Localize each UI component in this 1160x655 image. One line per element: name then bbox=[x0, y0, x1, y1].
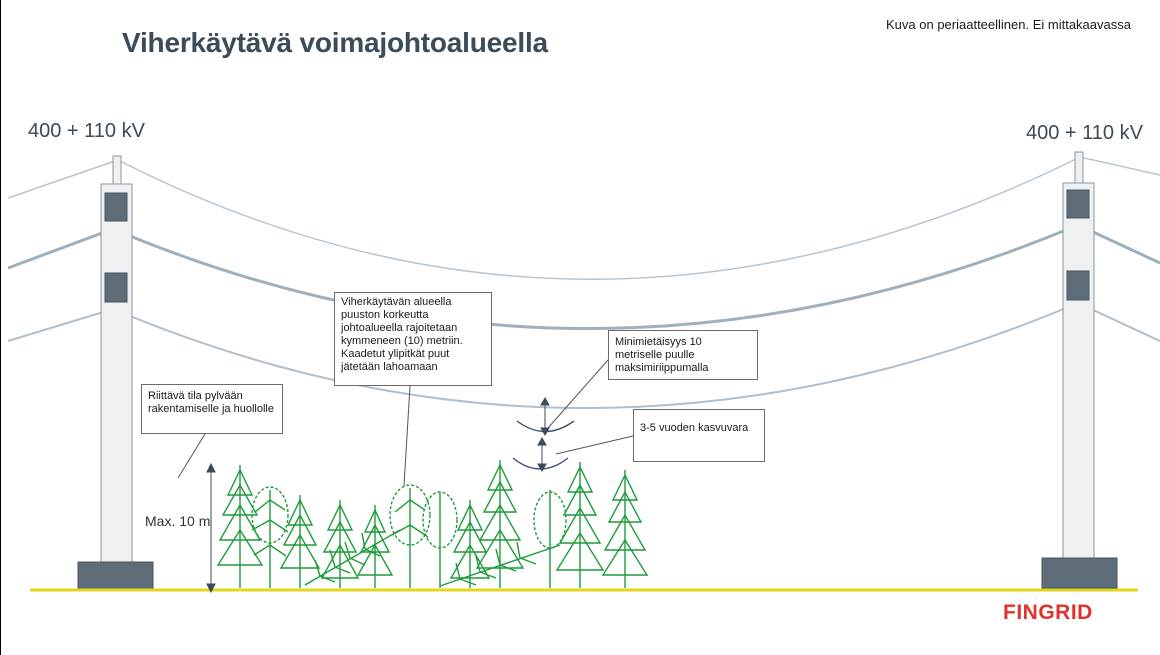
spruce-tree bbox=[475, 460, 525, 588]
wire-middle bbox=[7, 223, 1160, 330]
leader-lines bbox=[177, 359, 634, 487]
diagram-title: Viherkäytävä voimajohtoalueella bbox=[122, 27, 548, 58]
callout-pylon-space: Riittävä tila pylvään rakentamiselle ja … bbox=[141, 384, 283, 434]
insulator-top-left bbox=[104, 192, 128, 222]
deciduous-tree bbox=[422, 491, 458, 588]
insulator-mid-left bbox=[104, 272, 128, 303]
fallen-tree bbox=[439, 541, 561, 587]
spruce-tree bbox=[601, 470, 649, 588]
clearance-markers bbox=[512, 396, 575, 473]
max-height-arrow bbox=[206, 462, 216, 594]
insulator-mid-right bbox=[1066, 270, 1090, 301]
pylon-left bbox=[77, 155, 154, 592]
spruce-tree bbox=[279, 495, 321, 588]
callout-growth-margin: 3-5 vuoden kasvuvara bbox=[633, 409, 765, 462]
wires bbox=[7, 156, 1160, 409]
pylon-right bbox=[1041, 151, 1118, 589]
spruce-tree bbox=[320, 500, 360, 588]
fallen-tree bbox=[304, 529, 401, 586]
max-height-label: Max. 10 m bbox=[145, 513, 211, 529]
disclaimer-text: Kuva on periaatteellinen. Ei mittakaavas… bbox=[886, 17, 1131, 32]
voltage-label-left: 400 + 110 kV bbox=[28, 120, 145, 142]
spruce-tree bbox=[216, 465, 264, 588]
pylon-base-left bbox=[77, 561, 154, 592]
deciduous-tree bbox=[251, 486, 289, 588]
wire-lower bbox=[7, 301, 1160, 409]
spruce-tree bbox=[555, 462, 605, 588]
deciduous-tree bbox=[533, 490, 567, 588]
pylon-base-right bbox=[1041, 557, 1118, 589]
deciduous-tree bbox=[389, 484, 431, 588]
trees bbox=[216, 460, 649, 588]
wire-top bbox=[7, 156, 1160, 280]
fingrid-logo: FINGRID bbox=[1003, 601, 1093, 624]
callout-green-corridor: Viherkäytävän alueella puuston korkeutta… bbox=[334, 292, 492, 386]
spruce-tree bbox=[449, 500, 491, 588]
spruce-tree bbox=[356, 505, 394, 588]
insulator-top-right bbox=[1066, 189, 1090, 219]
voltage-label-right: 400 + 110 kV bbox=[1026, 122, 1143, 144]
callout-min-distance: Minimietäisyys 10 metriselle puulle maks… bbox=[608, 330, 758, 380]
frame-border bbox=[0, 0, 1, 655]
